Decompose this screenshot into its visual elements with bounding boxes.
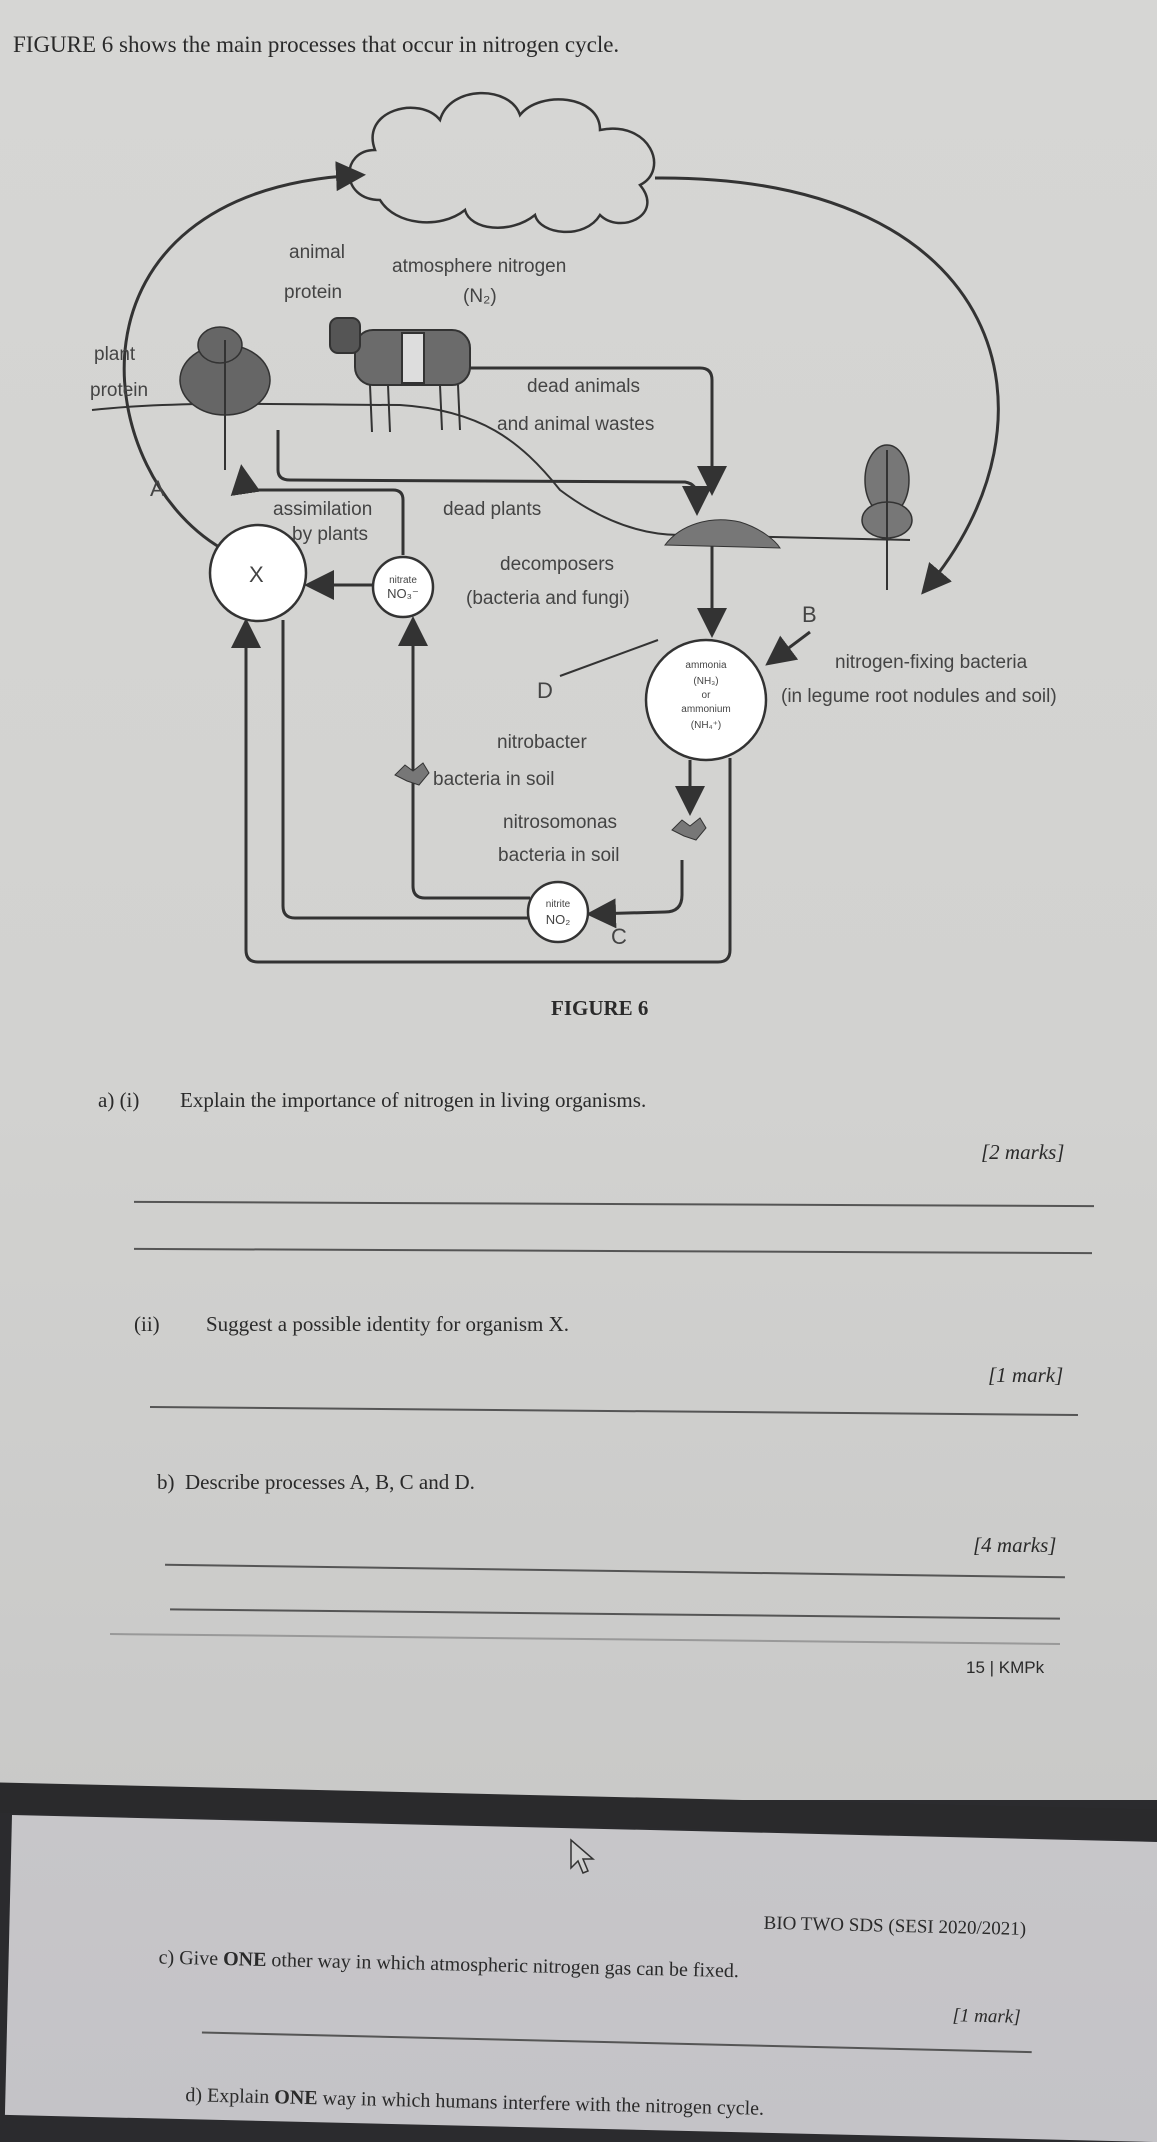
question-c-pre: Give bbox=[178, 1946, 219, 1970]
diagram-label: nitrogen-fixing bacteria bbox=[835, 652, 1028, 673]
figure-caption: FIGURE 6 bbox=[551, 996, 649, 1020]
diagram-label: (N₂) bbox=[463, 286, 497, 307]
diagram-label: NO₃⁻ bbox=[387, 586, 419, 601]
cow-icon bbox=[329, 317, 471, 433]
figure-intro: FIGURE 6 shows the main processes that o… bbox=[13, 32, 620, 57]
question-a-i-label: a) (i) bbox=[98, 1088, 140, 1112]
legume-plant-icon bbox=[861, 444, 913, 590]
diagram-label: B bbox=[802, 602, 817, 627]
diagram-label: (in legume root nodules and soil) bbox=[781, 686, 1057, 707]
question-c: c) Give ONE other way in which atmospher… bbox=[158, 1946, 739, 1983]
diagram-label: ammonia bbox=[685, 660, 727, 671]
diagram-label: nitrite bbox=[546, 899, 571, 910]
fixation-loop-arrow bbox=[122, 161, 366, 554]
diagram-label: nitrosomonas bbox=[503, 812, 617, 833]
nitrite-circle bbox=[526, 880, 590, 944]
mouse-cursor-icon bbox=[570, 1838, 596, 1874]
diagram-label: decomposers bbox=[500, 554, 614, 575]
marks-a-i: [2 marks] bbox=[981, 1140, 1065, 1164]
diagram-label: bacteria in soil bbox=[433, 769, 554, 790]
question-d-text: way in which humans interfere with the n… bbox=[322, 2087, 765, 2120]
diagram-label: or bbox=[702, 690, 712, 701]
ammonia-circle bbox=[644, 638, 768, 762]
question-d-pre: Explain bbox=[206, 2084, 270, 2109]
question-b-text: Describe processes A, B, C and D. bbox=[185, 1470, 475, 1494]
nitrobacter-icon bbox=[394, 762, 430, 786]
page-header: BIO TWO SDS (SESI 2020/2021) bbox=[763, 1912, 1027, 1940]
answer-line bbox=[165, 1563, 1065, 1578]
diagram-label: (bacteria and fungi) bbox=[466, 588, 630, 609]
answer-line bbox=[134, 1200, 1094, 1207]
diagram-label: C bbox=[611, 924, 627, 949]
answer-line bbox=[201, 2031, 1032, 2053]
diagram-label: protein bbox=[90, 380, 148, 401]
answer-line bbox=[170, 1608, 1060, 1620]
atmosphere-to-b-arrow bbox=[654, 176, 1000, 595]
diagram-label: assimilation bbox=[273, 499, 372, 520]
question-d-emphasis: ONE bbox=[274, 2086, 318, 2110]
diagram-label: nitrobacter bbox=[497, 732, 587, 753]
answer-line bbox=[150, 1405, 1078, 1416]
nitrosomonas-icon bbox=[671, 817, 707, 841]
diagram-label: bacteria in soil bbox=[498, 845, 619, 866]
question-c-label: c) bbox=[158, 1946, 175, 1969]
diagram-label: X bbox=[249, 562, 264, 587]
exam-page-15: FIGURE 6 shows the main processes that o… bbox=[0, 0, 1157, 1800]
plant-icon bbox=[179, 326, 271, 470]
marks-a-ii: [1 mark] bbox=[988, 1363, 1064, 1387]
decomposing-matter-icon bbox=[664, 519, 781, 549]
nitrate-circle bbox=[371, 555, 435, 619]
nitrogen-cycle-diagram: animal protein atmosphere nitrogen (N₂) … bbox=[90, 91, 1057, 964]
diagram-label: dead plants bbox=[443, 499, 541, 520]
diagram-label: NO₂ bbox=[546, 912, 571, 927]
organism-x-circle bbox=[208, 523, 308, 623]
question-c-text: other way in which atmospheric nitrogen … bbox=[271, 1949, 740, 1983]
question-c-emphasis: ONE bbox=[222, 1948, 267, 1972]
diagram-label: nitrate bbox=[389, 575, 417, 586]
diagram-label: plant bbox=[94, 344, 136, 365]
cloud-icon bbox=[348, 91, 656, 234]
diagram-label: ammonium bbox=[681, 704, 730, 715]
question-a-ii-text: Suggest a possible identity for organism… bbox=[206, 1312, 569, 1336]
diagram-label: and animal wastes bbox=[497, 414, 654, 435]
answer-line bbox=[134, 1247, 1092, 1254]
diagram-label: D bbox=[537, 678, 553, 703]
question-d: d) Explain ONE way in which humans inter… bbox=[185, 2084, 764, 2121]
diagram-label: animal bbox=[289, 242, 345, 263]
question-a-ii-label: (ii) bbox=[134, 1312, 160, 1336]
diagram-label: protein bbox=[284, 282, 342, 303]
diagram-label: atmosphere nitrogen bbox=[392, 256, 566, 277]
footer-divider bbox=[110, 1633, 1060, 1645]
diagram-label: by plants bbox=[292, 524, 368, 545]
page-number: 15 | KMPk bbox=[966, 1658, 1045, 1677]
question-b-label: b) bbox=[157, 1470, 175, 1494]
marks-b: [4 marks] bbox=[973, 1533, 1057, 1557]
question-a-i-text: Explain the importance of nitrogen in li… bbox=[180, 1088, 647, 1112]
diagram-label: dead animals bbox=[527, 376, 640, 397]
question-d-label: d) bbox=[185, 2084, 203, 2107]
diagram-label: (NH₄⁺) bbox=[691, 720, 721, 731]
diagram-label: (NH₃) bbox=[693, 676, 718, 687]
marks-c: [1 mark] bbox=[952, 2005, 1021, 2028]
diagram-label: A bbox=[150, 476, 165, 501]
